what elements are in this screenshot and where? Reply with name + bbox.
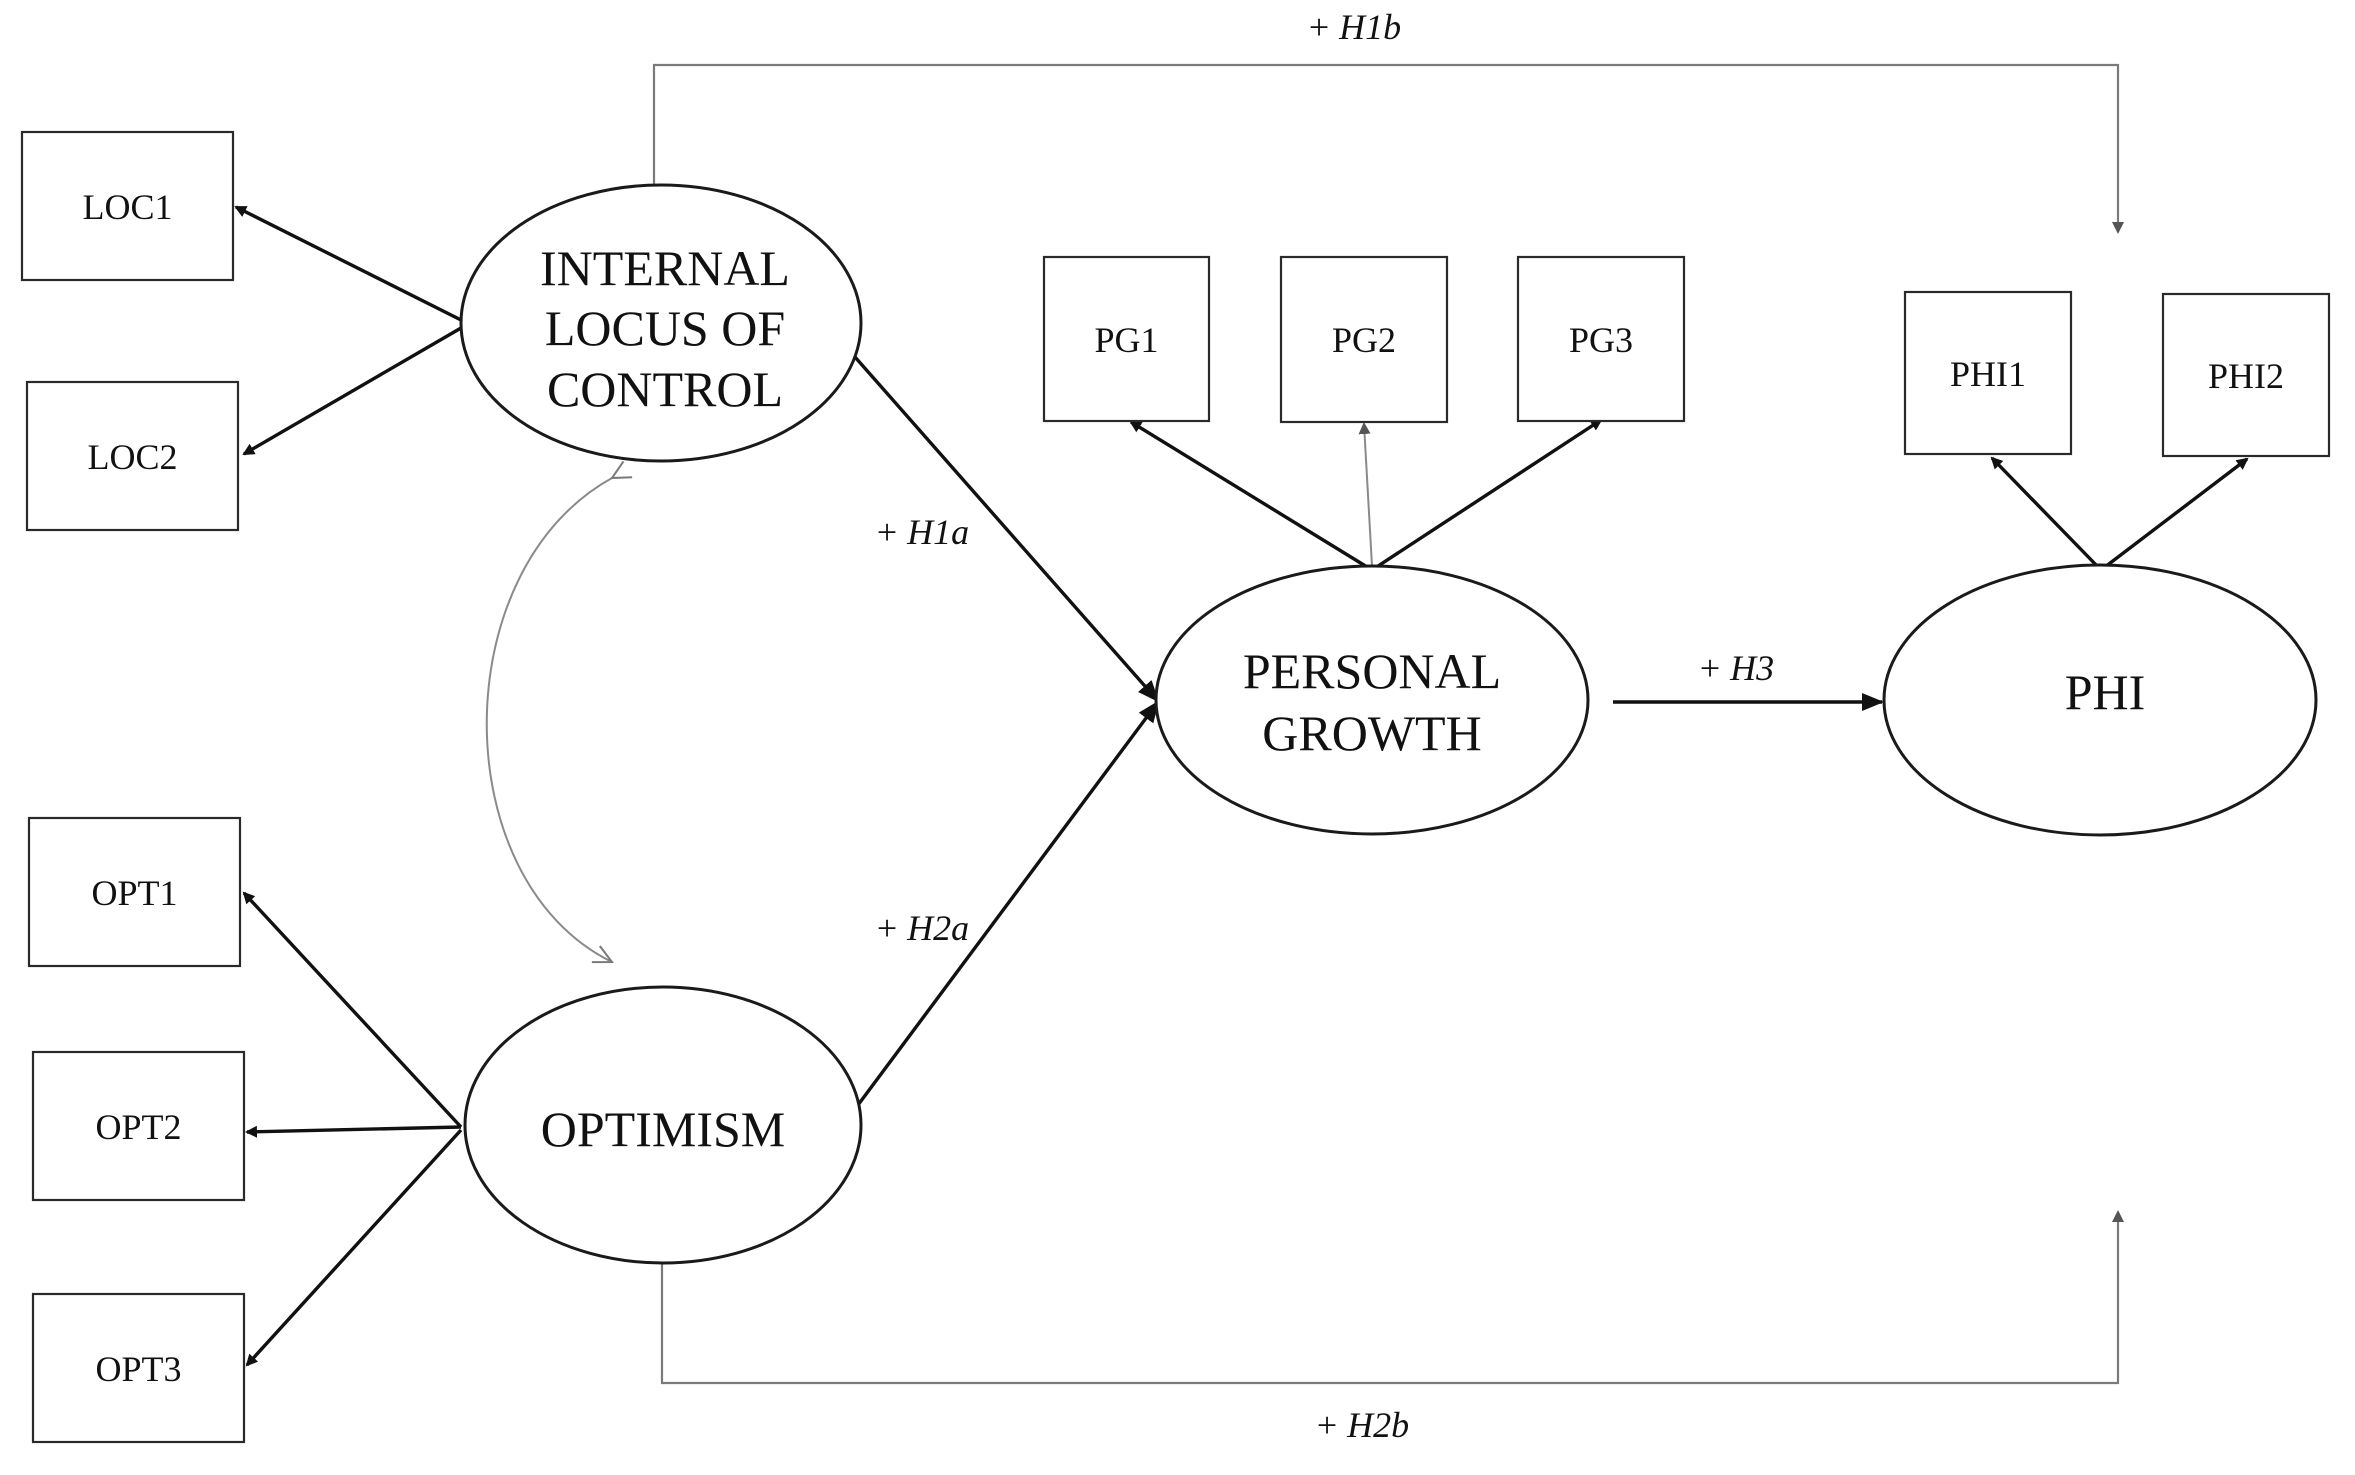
code: H3 [1729,648,1774,688]
indicator-label: LOC2 [88,437,178,477]
loading-pg2 [1358,422,1373,567]
loading-opt1 [242,891,463,1129]
indicator-opt2: OPT2 [31,1050,246,1202]
indicator-label: OPT1 [91,873,177,913]
h1b-path [652,63,2124,234]
indicator-label: LOC1 [83,187,173,227]
indicator-pg3: PG3 [1516,255,1686,423]
construct-label-line-2: GROWTH [1262,705,1481,761]
indicator-label: PG2 [1332,320,1396,360]
construct-personal-growth: PERSONAL GROWTH [1154,564,1590,836]
indicator-phi2: PHI2 [2161,292,2331,458]
h1a-path [853,355,1160,703]
indicator-loc1: LOC1 [20,130,235,282]
code: H1a [906,512,969,552]
indicator-pg1: PG1 [1042,255,1211,423]
code: H1b [1338,7,1401,47]
loading-loc2 [242,326,462,456]
indicator-label: PHI1 [1950,354,2026,394]
construct-label-line-1: INTERNAL [540,240,790,296]
indicator-pg2: PG2 [1279,255,1449,424]
construct-label: PHI [2065,664,2146,720]
code: H2a [906,908,969,948]
hypothesis-label-h3: +H3 [1700,648,1774,688]
h2b-path [660,1210,2124,1385]
construct-internal-locus-of-control: INTERNAL LOCUS OF CONTROL [459,183,863,463]
indicator-label: PG1 [1094,320,1158,360]
construct-label-line-3: CONTROL [547,361,783,417]
indicator-opt3: OPT3 [31,1292,246,1444]
sign: + [1309,7,1329,47]
indicator-label: PHI2 [2208,356,2284,396]
sign: + [1317,1405,1337,1445]
construct-label-line-1: PERSONAL [1243,643,1501,699]
indicator-label: PG3 [1569,320,1633,360]
sign: + [1700,648,1720,688]
hypothesis-label-h2b: +H2b [1317,1405,1409,1445]
hypothesis-label-h1a: +H1a [877,512,969,552]
loading-phi1 [1990,456,2103,572]
h2a-path [856,700,1160,1107]
loading-pg1 [1129,420,1373,572]
loading-pg3 [1371,418,1603,572]
indicator-label: OPT3 [95,1349,181,1389]
indicator-label: OPT2 [95,1107,181,1147]
loading-opt3 [245,1128,463,1367]
construct-optimism: OPTIMISM [463,985,863,1265]
sign: + [877,512,897,552]
sign: + [877,908,897,948]
indicator-loc2: LOC2 [25,380,240,532]
hypothesis-label-h1b: +H1b [1309,7,1401,47]
construct-label: OPTIMISM [541,1101,785,1157]
construct-phi: PHI [1882,563,2318,837]
loading-loc1 [234,205,462,322]
construct-label-line-2: LOCUS OF [545,300,785,356]
covariance-arc [485,460,633,964]
loading-opt2 [245,1125,462,1138]
indicator-phi1: PHI1 [1903,290,2073,456]
code: H2b [1346,1405,1409,1445]
loading-phi2 [2099,457,2249,572]
indicator-opt1: OPT1 [27,816,242,968]
hypothesis-label-h2a: +H2a [877,908,969,948]
